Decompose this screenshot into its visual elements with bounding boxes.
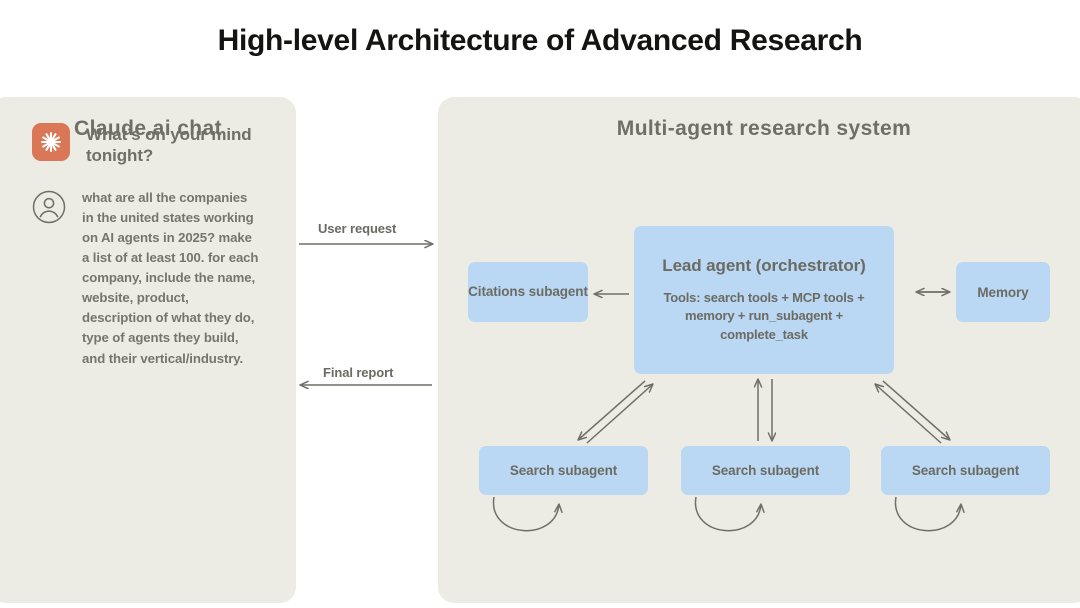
chat-user-message: what are all the companies in the united… xyxy=(82,190,259,366)
chat-greeting-row: What’s on your mind tonight? xyxy=(32,123,282,167)
user-circle-icon xyxy=(32,190,66,224)
lead-agent-title: Lead agent (orchestrator) xyxy=(662,255,866,275)
memory-box[interactable]: Memory xyxy=(956,262,1050,322)
search-subagent-box-1[interactable]: Search subagent xyxy=(681,446,850,495)
claude-chat-panel: Claude.ai chat xyxy=(0,97,296,603)
lead-agent-tools: Tools: search tools + MCP tools + memory… xyxy=(663,289,865,343)
page-title: High-level Architecture of Advanced Rese… xyxy=(217,24,863,57)
citations-subagent-box[interactable]: Citations subagent xyxy=(468,262,588,322)
lead-agent-box[interactable]: Lead agent (orchestrator) Tools: search … xyxy=(634,226,894,374)
system-panel-title: Multi-agent research system xyxy=(616,117,912,140)
chat-panel-title: Claude.ai chat xyxy=(74,117,222,140)
search-subagent-box-0[interactable]: Search subagent xyxy=(479,446,648,495)
chat-greeting-text: What’s on your mind tonight? xyxy=(86,125,252,166)
chat-user-message-row: what are all the companies in the united… xyxy=(32,188,282,369)
arrow-label-final-report: Final report xyxy=(323,365,394,380)
claude-starburst-icon xyxy=(32,123,70,161)
arrow-label-user-request: User request xyxy=(318,221,397,236)
search-subagent-box-2[interactable]: Search subagent xyxy=(881,446,1050,495)
